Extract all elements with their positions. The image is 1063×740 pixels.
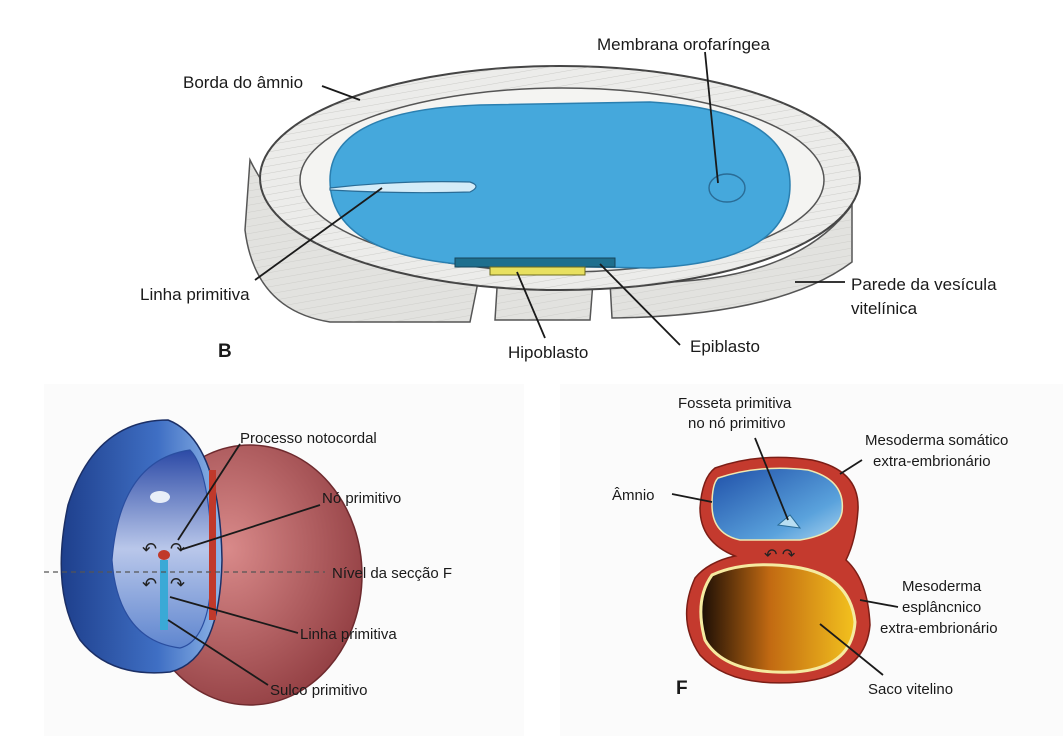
label-linha-primitiva-e: Linha primitiva [300, 626, 397, 643]
panel-e-arrow-3: ↶ [142, 574, 157, 594]
label-linha-primitiva-b: Linha primitiva [140, 285, 250, 304]
epiblast-layer [455, 258, 615, 267]
panel-letter-b: B [218, 341, 232, 362]
panel-letter-f: F [676, 678, 688, 699]
label-meso-som-1: Mesoderma somático [865, 432, 1008, 449]
label-no-primitivo: Nó primitivo [322, 490, 401, 507]
hypoblast-layer [490, 267, 585, 275]
panel-f: ↶ ↷ Fosseta primitiva no nó primitivo Me… [560, 384, 1063, 736]
panel-e-node [158, 550, 170, 560]
panel-e-arrow-4: ↷ [170, 574, 185, 594]
panel-f-yolk-sac [701, 565, 855, 672]
label-hipoblasto: Hipoblasto [508, 343, 588, 362]
panel-e-amnion-edge [209, 470, 216, 620]
label-fosseta-1: Fosseta primitiva [678, 395, 792, 412]
label-meso-esp-1: Mesoderma [902, 578, 982, 595]
label-sulco-primitivo: Sulco primitivo [270, 682, 368, 699]
label-meso-esp-2: esplâncnico [902, 599, 981, 616]
label-processo-notocordal: Processo notocordal [240, 430, 377, 447]
panel-f-arrows: ↶ ↷ [764, 547, 796, 564]
label-meso-som-2: extra-embrionário [873, 453, 991, 470]
label-amnio: Âmnio [612, 487, 655, 504]
panel-e: ↶ ↷ ↶ ↷ Processo notocordal Nó primitivo… [44, 384, 524, 736]
label-parede-2: vitelínica [851, 299, 918, 318]
panel-e-process [150, 491, 170, 503]
label-parede-1: Parede da vesícula [851, 275, 997, 294]
panel-e-streak [160, 560, 168, 630]
label-fosseta-2: no nó primitivo [688, 415, 786, 432]
panel-f-amniotic-cavity [712, 468, 842, 540]
panel-e-arrow-1: ↶ [142, 539, 157, 559]
label-nivel-seccao: Nível da secção F [332, 565, 452, 582]
label-saco-vitelino: Saco vitelino [868, 681, 953, 698]
label-meso-esp-3: extra-embrionário [880, 620, 998, 637]
panel-b: Membrana orofaríngea Borda do âmnio Linh… [14, 8, 1063, 380]
label-borda-amnio: Borda do âmnio [183, 73, 303, 92]
label-epiblasto: Epiblasto [690, 337, 760, 356]
label-membrana-orofaringea: Membrana orofaríngea [597, 35, 770, 54]
